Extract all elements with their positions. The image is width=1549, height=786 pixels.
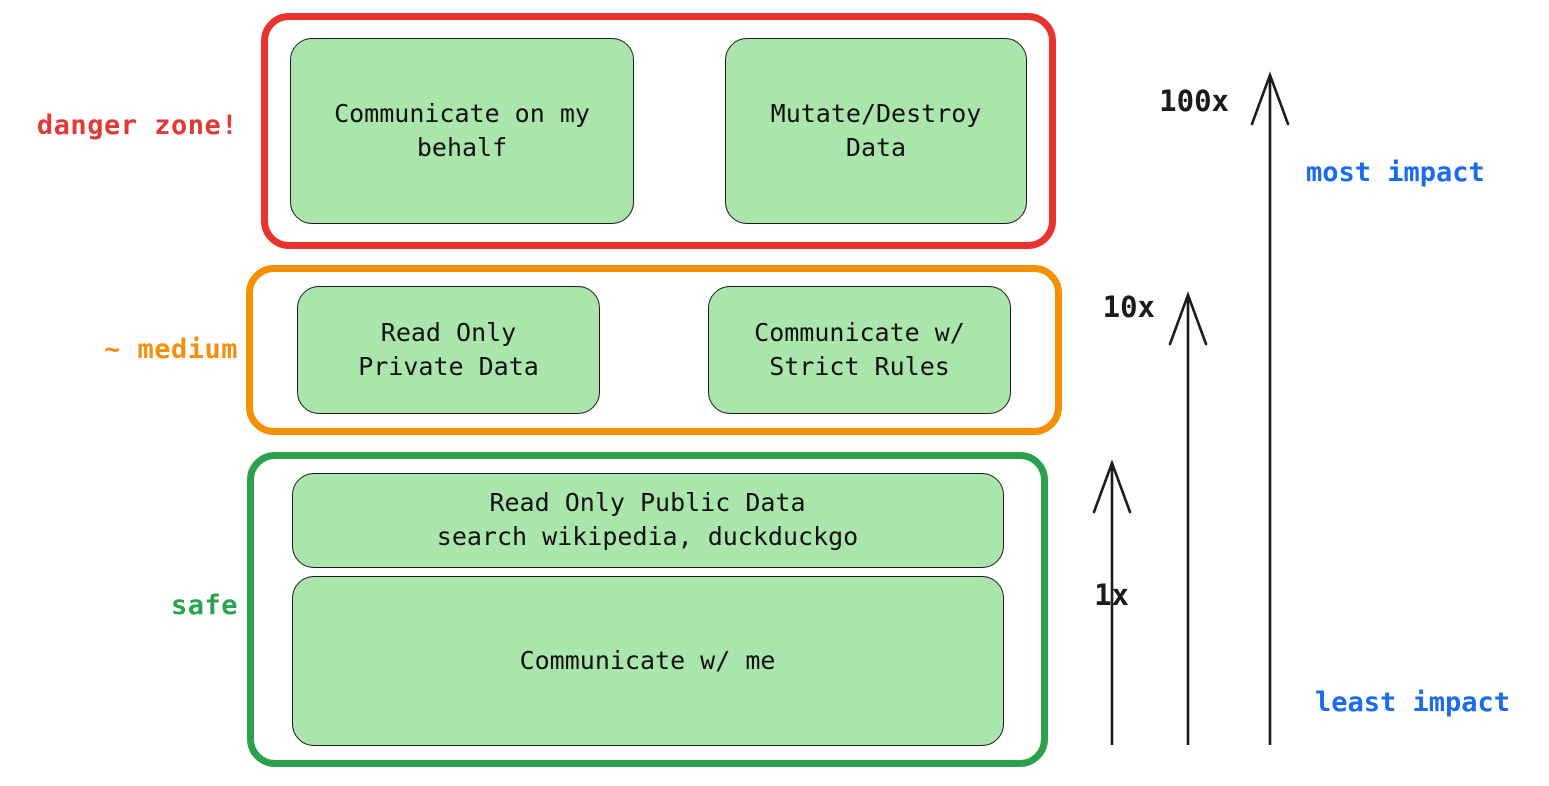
- impact-arrow-1x: [1092, 459, 1132, 745]
- zone-label-safe: safe: [170, 590, 238, 621]
- impact-multiplier-label-10x: 10x: [1102, 290, 1155, 324]
- impact-multiplier-label-100x: 100x: [1159, 84, 1229, 118]
- impact-label-least: least impact: [1315, 687, 1511, 718]
- tier-container-danger: Communicate on my behalf Mutate/Destroy …: [261, 13, 1056, 249]
- tier-container-safe: Read Only Public Data search wikipedia, …: [247, 452, 1048, 767]
- capability-box-read-only-public-data[interactable]: Read Only Public Data search wikipedia, …: [291, 473, 1004, 568]
- impact-arrow-100x: [1250, 71, 1290, 745]
- capability-box-communicate-with-me[interactable]: Communicate w/ me: [291, 575, 1004, 746]
- zone-label-danger: danger zone!: [36, 110, 238, 141]
- zone-label-medium: ~ medium: [103, 334, 238, 365]
- impact-arrow-10x: [1168, 291, 1208, 745]
- capability-box-communicate-with-strict-rules[interactable]: Communicate w/ Strict Rules: [708, 286, 1011, 414]
- impact-multiplier-label-1x: 1x: [1094, 578, 1129, 612]
- capability-box-read-only-private-data[interactable]: Read Only Private Data: [297, 286, 600, 414]
- capability-box-communicate-on-my-behalf[interactable]: Communicate on my behalf: [290, 38, 634, 224]
- impact-scale-arrows: [1092, 71, 1290, 745]
- tier-container-medium: Read Only Private Data Communicate w/ St…: [246, 265, 1062, 435]
- impact-label-most: most impact: [1306, 157, 1485, 188]
- capability-box-mutate-destroy-data[interactable]: Mutate/Destroy Data: [725, 38, 1027, 224]
